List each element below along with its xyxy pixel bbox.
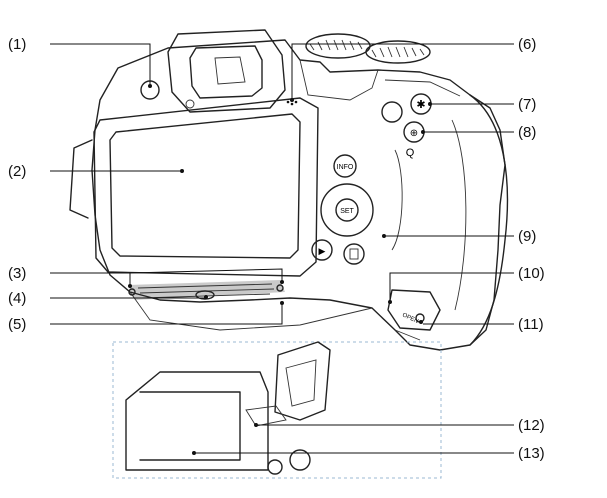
camera-body — [69, 39, 509, 351]
lcd-monitor — [93, 97, 319, 277]
callout-label-12: (12) — [518, 417, 545, 434]
callout-label-7: (7) — [518, 96, 536, 113]
callout-label-4: (4) — [8, 290, 26, 307]
inset-battery-compartment — [112, 341, 442, 479]
set-label: SET — [340, 208, 354, 215]
callout-label-3: (3) — [8, 265, 26, 282]
trash-icon — [349, 248, 359, 260]
magnify-icon: ⊕ — [410, 128, 418, 139]
play-icon: ▶ — [319, 246, 326, 256]
callout-label-6: (6) — [518, 36, 536, 53]
callout-label-13: (13) — [518, 445, 545, 462]
speaker — [286, 100, 298, 106]
erase-button[interactable] — [343, 243, 365, 265]
callout-label-5: (5) — [8, 316, 26, 333]
callout-label-10: (10) — [518, 265, 545, 282]
info-button[interactable]: INFO — [333, 154, 357, 178]
main-dial[interactable] — [305, 33, 371, 59]
magnify-q-label: Q — [406, 147, 415, 159]
callout-label-1: (1) — [8, 36, 26, 53]
callout-label-11: (11) — [518, 316, 544, 333]
leader-lines — [50, 43, 514, 455]
multi-controller-dial[interactable]: SET — [320, 183, 374, 237]
info-label: INFO — [337, 164, 354, 171]
quick-control-dial[interactable] — [365, 40, 431, 64]
af-point-button[interactable]: ⊕ Q — [403, 121, 425, 159]
playback-button[interactable]: ▶ — [311, 239, 333, 261]
callout-label-2: (2) — [8, 163, 26, 180]
bottom-vents — [128, 280, 285, 300]
star-icon: ✱ — [416, 99, 425, 111]
callout-label-9: (9) — [518, 228, 536, 245]
callout-label-8: (8) — [518, 124, 536, 141]
af-on-button[interactable] — [381, 101, 403, 123]
callout-labels: (1) (2) (3) (4) (5) (6) (7) (8) (9) (10)… — [8, 36, 545, 462]
viewfinder-eyecup — [167, 29, 286, 113]
